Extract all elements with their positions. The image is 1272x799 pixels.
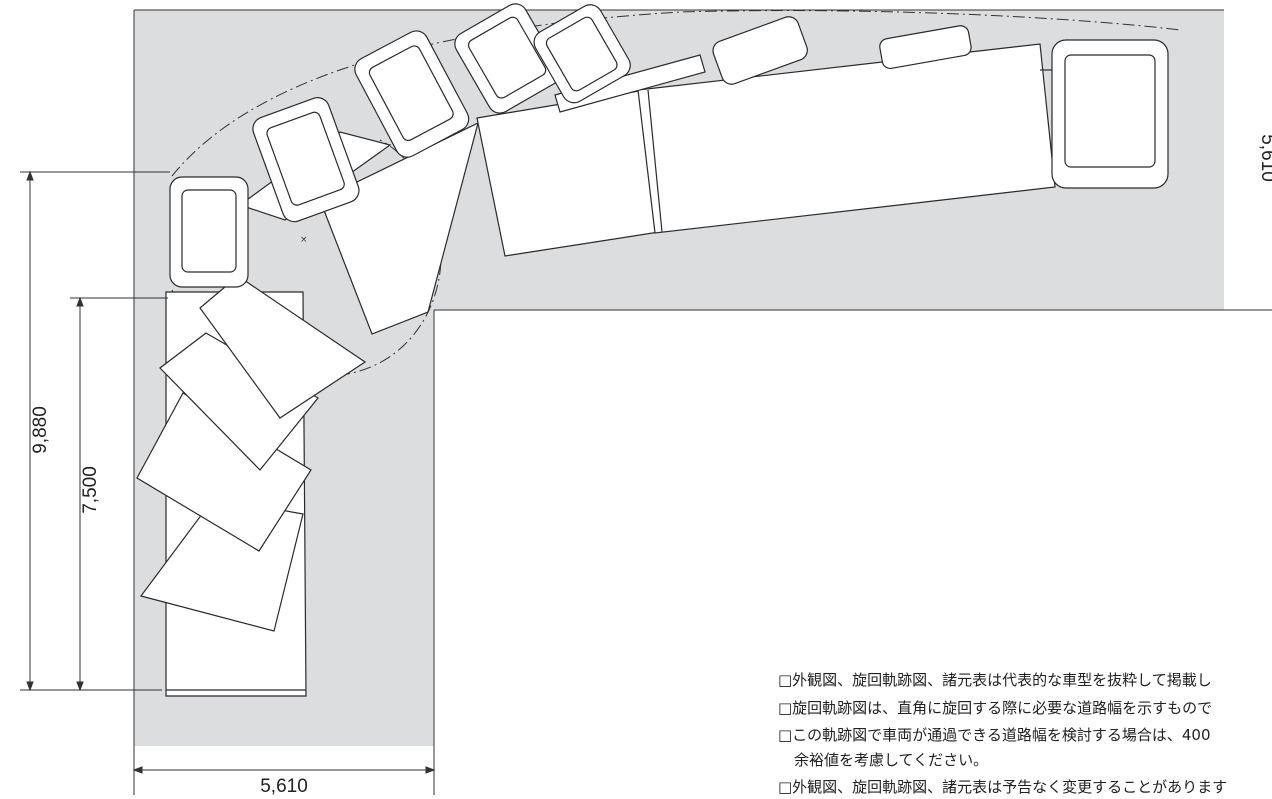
trailer-position-7 — [476, 89, 660, 257]
road-edge-lines — [133, 9, 1272, 795]
note-line: □外観図、旋回軌跡図、諸元表は予告なく変更することがあります — [778, 778, 1227, 796]
cab-position-4 — [454, 3, 561, 114]
cab-position-3 — [354, 30, 470, 158]
cab-position-6 — [712, 16, 808, 85]
note-line: 余裕値を考慮してください。 — [794, 751, 988, 769]
cab-position-1 — [169, 176, 249, 288]
cab-position-8 — [1040, 39, 1169, 189]
trailer-position-5 — [199, 275, 367, 419]
dimension-lines — [20, 170, 436, 774]
cab-position-7 — [879, 25, 972, 70]
note-line: □この軌跡図で車両が通過できる道路幅を検討する場合は、400 — [778, 726, 1211, 744]
outer-trajectory-curve — [171, 10, 1181, 177]
notes: □外観図、旋回軌跡図、諸元表は代表的な車型を抜粋して掲載し □旋回軌跡図は、直角… — [778, 671, 1227, 796]
note-line: □旋回軌跡図は、直角に旋回する際に必要な道路幅を示すもので — [778, 699, 1212, 717]
road-width-right-label: 5,610 — [1257, 134, 1272, 182]
pivot-marker: × — [300, 235, 308, 245]
tractor-cabs — [169, 3, 1169, 288]
cab-position-5 — [533, 4, 631, 104]
inner-height-label: 7,500 — [80, 466, 101, 514]
note-line: □外観図、旋回軌跡図、諸元表は代表的な車型を抜粋して掲載し — [778, 671, 1212, 689]
trailer-position-9 — [554, 54, 706, 113]
road-width-bottom-label: 5,610 — [260, 776, 308, 797]
overall-height-label: 9,880 — [30, 406, 51, 454]
cab-position-2 — [252, 97, 360, 223]
trailer-positions — [136, 43, 1056, 697]
